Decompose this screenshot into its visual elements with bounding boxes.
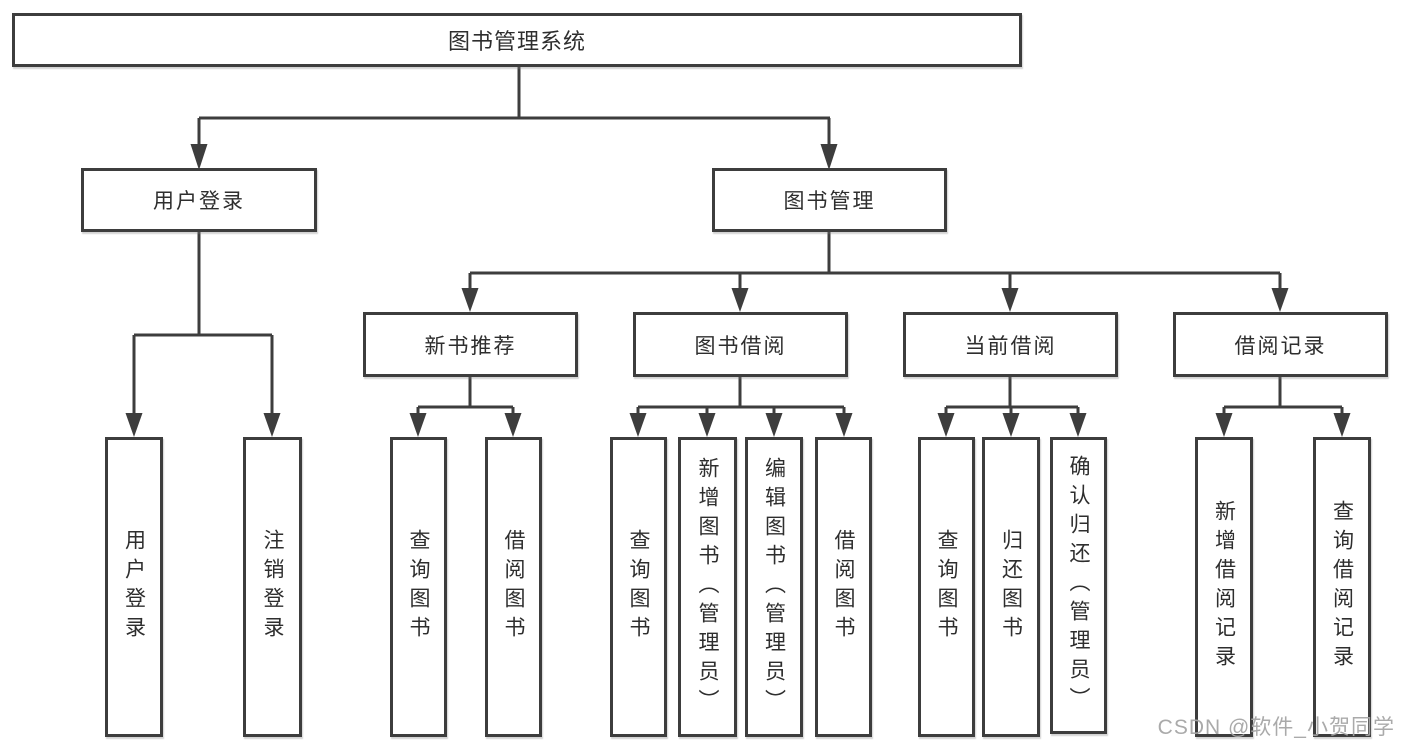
- leaf-add-borrow-record: 新增借阅记录: [1195, 437, 1253, 737]
- node-label: 编辑图书（管理员）: [762, 456, 786, 718]
- leaf-query-book-borrow: 查询图书: [610, 437, 667, 737]
- node-book-borrow: 图书借阅: [633, 312, 848, 377]
- node-label: 查询图书: [407, 529, 430, 645]
- node-label: 新增图书（管理员）: [696, 456, 719, 718]
- node-borrow-records: 借阅记录: [1173, 312, 1388, 377]
- node-current-borrow: 当前借阅: [903, 312, 1118, 377]
- node-label: 查询图书: [627, 529, 650, 645]
- node-label: 借阅记录: [1234, 334, 1327, 358]
- leaf-logout: 注销登录: [243, 437, 302, 737]
- leaf-query-borrow-record: 查询借阅记录: [1313, 437, 1371, 737]
- node-new-book-recommend: 新书推荐: [363, 312, 578, 377]
- leaf-confirm-return-admin: 确认归还（管理员）: [1050, 437, 1107, 734]
- leaf-borrow-book-recommend: 借阅图书: [485, 437, 542, 737]
- node-label: 当前借阅: [964, 334, 1057, 358]
- node-label: 新增借阅记录: [1212, 500, 1236, 674]
- leaf-add-book-admin: 新增图书（管理员）: [678, 437, 737, 737]
- node-label: 查询图书: [935, 529, 958, 645]
- node-label: 图书管理系统: [447, 29, 586, 54]
- connector-book-management-children: [461, 232, 1289, 312]
- leaf-borrow-book: 借阅图书: [815, 437, 872, 737]
- leaf-edit-book-admin: 编辑图书（管理员）: [745, 437, 803, 737]
- watermark-csdn: CSDN @软件_小贺同学: [1157, 716, 1395, 739]
- node-user-login: 用户登录: [81, 168, 317, 232]
- leaf-query-book-current: 查询图书: [918, 437, 975, 737]
- node-label: 查询借阅记录: [1330, 500, 1354, 674]
- connector-borrow-records-children: [1215, 377, 1351, 437]
- node-label: 借阅图书: [832, 529, 855, 645]
- connector-user-login-children: [125, 232, 281, 437]
- node-label: 借阅图书: [502, 529, 525, 645]
- node-book-management: 图书管理: [712, 168, 947, 232]
- leaf-query-book-recommend: 查询图书: [390, 437, 447, 737]
- node-label: 用户登录: [122, 529, 146, 645]
- leaf-return-book: 归还图书: [982, 437, 1040, 737]
- node-label: 注销登录: [261, 529, 284, 645]
- connector-current-borrow-children: [937, 377, 1087, 437]
- node-label: 归还图书: [999, 529, 1023, 645]
- node-library-management-system: 图书管理系统: [12, 13, 1022, 67]
- node-label: 图书管理: [783, 190, 876, 213]
- node-label: 图书借阅: [694, 334, 787, 358]
- node-label: 用户登录: [153, 190, 245, 213]
- node-label: 新书推荐: [424, 334, 517, 358]
- node-label: 确认归还（管理员）: [1067, 455, 1090, 716]
- connector-book-borrow-children: [629, 377, 853, 437]
- connector-new-book-recommend-children: [409, 377, 522, 437]
- connector-root-to-level2: [190, 67, 838, 170]
- leaf-user-login: 用户登录: [105, 437, 163, 737]
